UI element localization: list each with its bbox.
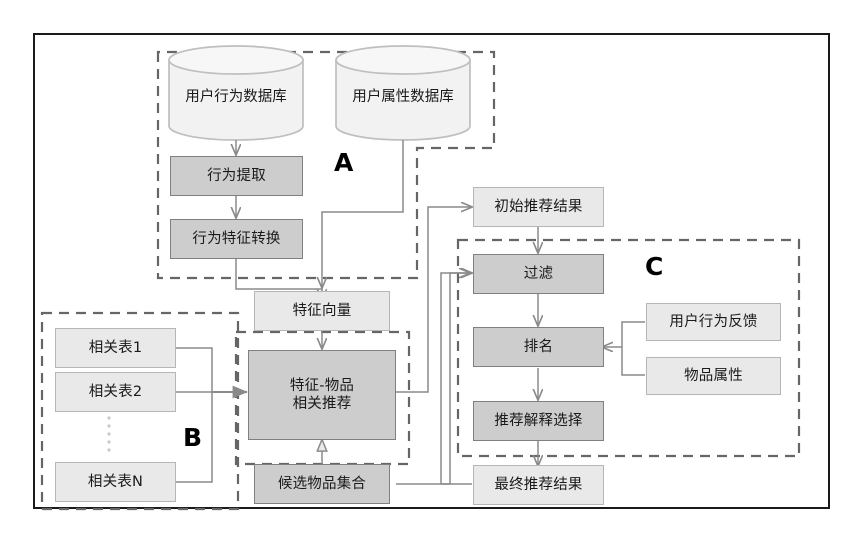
node-behavior-feature-transform[interactable]: 行为特征转换 [170,219,303,259]
node-behavior-extraction[interactable]: 行为提取 [170,156,303,196]
node-ranking[interactable]: 排名 [473,327,604,367]
node-related-table-2[interactable]: 相关表2 [55,372,176,412]
region-label-c: C [645,252,664,281]
node-filter[interactable]: 过滤 [473,254,604,294]
node-related-table-n[interactable]: 相关表N [55,462,176,502]
node-recommend-explanation-select[interactable]: 推荐解释选择 [473,401,604,441]
node-feature-item-recommend-line2: 相关推荐 [292,396,352,412]
node-related-table-1[interactable]: 相关表1 [55,328,176,368]
node-user-behavior-feedback[interactable]: 用户行为反馈 [646,303,781,341]
user-attribute-db-label: 用户属性数据库 [352,89,454,105]
node-feature-item-recommend[interactable]: 特征-物品 相关推荐 [248,350,396,440]
node-candidate-item-set[interactable]: 候选物品集合 [254,464,390,504]
node-feature-item-recommend-line1: 特征-物品 [289,377,355,394]
user-behavior-db-label: 用户行为数据库 [185,89,287,105]
node-feature-vector[interactable]: 特征向量 [254,291,390,331]
node-final-recommend-result[interactable]: 最终推荐结果 [473,465,604,505]
diagram-outer-frame [33,33,830,509]
region-label-b: B [183,423,203,452]
node-initial-recommend-result[interactable]: 初始推荐结果 [473,187,604,227]
node-item-attribute[interactable]: 物品属性 [646,357,781,395]
region-label-a: A [334,148,354,177]
